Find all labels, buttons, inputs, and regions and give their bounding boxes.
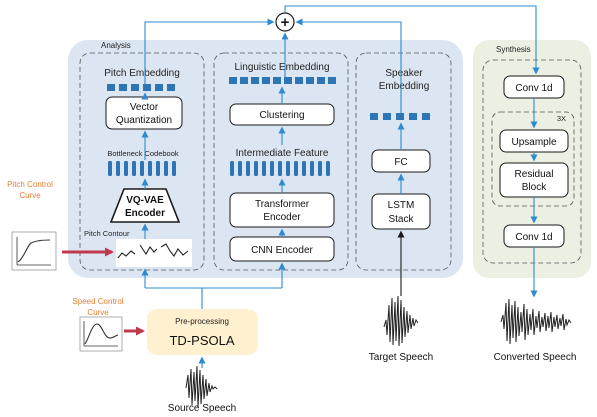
connectors (141, 5, 540, 368)
speed-control-curve-plot (79, 316, 123, 352)
preprocessing-block (147, 309, 258, 355)
target-speech-waveform (383, 295, 419, 347)
conv1d-bottom-label: Conv 1d (515, 232, 552, 243)
pitch-embedding-title: Pitch Embedding (104, 68, 180, 79)
td-psola-label: TD-PSOLA (169, 333, 234, 348)
target-speech-label: Target Speech (369, 352, 434, 363)
speaker-embedding-group (355, 52, 452, 271)
speaker-embedding-title-line1: Speaker (385, 68, 423, 79)
upsample-label: Upsample (511, 137, 556, 148)
source-speech-waveform (185, 365, 218, 408)
pitch-control-curve-line2: Curve (19, 191, 41, 200)
synthesis-group (482, 59, 582, 264)
conv1d-top-label: Conv 1d (515, 83, 552, 94)
cnn-encoder-label: CNN Encoder (251, 245, 313, 256)
residual-block-line2: Block (522, 182, 547, 193)
speaker-embedding-title-line2: Embedding (379, 81, 430, 92)
pitch-control-curve-plot (11, 231, 57, 271)
intermediate-feature-label: Intermediate Feature (236, 148, 329, 159)
vector-quantization-line1: Vector (130, 102, 159, 113)
residual-block-line1: Residual (515, 169, 554, 180)
transformer-encoder-line1: Transformer (255, 199, 310, 210)
pitch-contour-box (116, 239, 192, 267)
speaker-embedding-vector (370, 113, 430, 120)
pitch-control-curve-line1: Pitch Control (7, 180, 53, 189)
lstm-stack-line1: LSTM (388, 200, 415, 211)
source-speech-label: Source Speech (168, 403, 236, 414)
lstm-stack-line2: Stack (388, 214, 414, 225)
linguistic-embedding-title: Linguistic Embedding (234, 62, 329, 73)
synthesis-label: Synthesis (496, 45, 531, 54)
bottleneck-codebook-label: Bottleneck Codebook (107, 149, 179, 158)
linguistic-embedding-group (213, 52, 349, 271)
converted-speech-label: Converted Speech (494, 352, 577, 363)
preprocessing-label: Pre-processing (175, 317, 229, 326)
pitch-contour-label: Pitch Contour (84, 229, 130, 238)
converted-speech-waveform (500, 298, 572, 345)
repeat-group (491, 111, 575, 207)
pitch-embedding-vector (107, 84, 175, 91)
bottleneck-codebook-vector (108, 161, 176, 176)
fc-label: FC (394, 157, 407, 168)
vq-vae-encoder-line1: VQ-VAE (126, 195, 164, 206)
linguistic-embedding-vector (229, 77, 336, 84)
pitch-contour-curve (117, 243, 189, 259)
speed-control-curve-line2: Curve (87, 308, 109, 317)
sum-symbol: + (281, 14, 290, 31)
vq-vae-encoder-block (109, 188, 181, 223)
analysis-label: Analysis (101, 41, 131, 50)
vector-quantization-line2: Quantization (116, 115, 172, 126)
repeat-3x-label: 3X (557, 114, 566, 123)
vq-vae-encoder-line2: Encoder (125, 208, 165, 219)
speed-control-curve-line1: Speed Control (72, 297, 123, 306)
intermediate-feature-vector (230, 161, 330, 176)
clustering-label: Clustering (259, 110, 304, 121)
transformer-encoder-line2: Encoder (263, 212, 301, 223)
